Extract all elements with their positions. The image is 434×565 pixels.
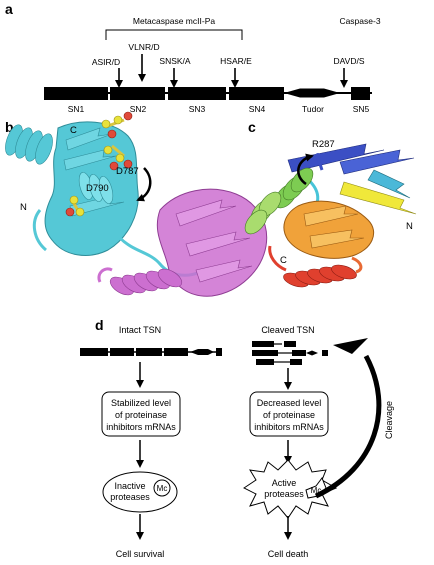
label-r287: R287 (312, 139, 335, 150)
panel-d: d Intact TSN Stabilized level of protein… (80, 317, 394, 559)
site-label-asir: ASIR/D (92, 57, 120, 67)
cleaved-star (243, 459, 338, 519)
cleaved-tsn-glyph (252, 341, 328, 365)
cleaved-box (249, 391, 329, 437)
metacaspase-bracket (105, 29, 243, 40)
panel-b: b (5, 111, 268, 297)
tudor-domain-cartoon (97, 188, 268, 297)
intact-column: Intact TSN Stabilized level of proteinas… (80, 325, 222, 559)
cleaved-star-line-1: Active (272, 478, 297, 488)
panel-c-c-terminus: C (280, 255, 287, 266)
intact-ellipse-line-2: proteases (110, 492, 150, 502)
site-label-davd: DAVD/S (333, 56, 364, 66)
domain-label-sn4: SN4 (249, 104, 266, 114)
cleaved-outcome: Cell death (268, 549, 309, 559)
site-label-vlnr: VLNR/D (128, 42, 159, 52)
panel-c-letter: c (248, 119, 256, 135)
intact-tsn-glyph (80, 348, 222, 356)
panel-b-c-terminus: C (70, 125, 77, 136)
panel-c-curved-arrow (297, 153, 314, 186)
domain-tudor (284, 88, 340, 98)
panel-d-letter: d (95, 317, 104, 333)
cleaved-mc-label: Mc (311, 486, 322, 495)
rainbow-cartoon (244, 143, 417, 288)
caspase-label: Caspase-3 (339, 16, 380, 26)
cleaved-title: Cleaved TSN (261, 325, 314, 335)
intact-box-line-3: inhibitors mRNAs (106, 422, 176, 432)
cleaved-box-line-3: inhibitors mRNAs (254, 422, 324, 432)
panel-c: c (244, 119, 417, 288)
cleaved-box-line-1: Decreased level (257, 398, 322, 408)
metacaspase-label: Metacaspase mcII-Pa (133, 16, 215, 26)
panel-b-letter: b (5, 119, 14, 135)
site-label-snsk: SNSK/A (159, 56, 191, 66)
domain-label-sn3: SN3 (189, 104, 206, 114)
label-d790: D790 (86, 183, 109, 194)
cleaved-column: Cleaved TSN Decreased level of proteinas… (243, 325, 394, 559)
panel-b-n-terminus: N (20, 202, 27, 213)
intact-box-line-1: Stabilized level (111, 398, 171, 408)
intact-ellipse-line-1: Inactive (114, 481, 145, 491)
domain-sn5 (351, 87, 370, 100)
panel-c-n-terminus: N (406, 221, 413, 232)
cleavage-feedback-arrow (314, 354, 382, 499)
intact-title: Intact TSN (119, 325, 161, 335)
cleavage-arrowhead (333, 338, 368, 354)
label-d787: D787 (116, 166, 139, 177)
domain-label-sn1: SN1 (68, 104, 85, 114)
intact-mc-circle (153, 479, 171, 497)
panel-b-curved-arrow (136, 167, 152, 202)
intact-box-line-2: of proteinase (115, 410, 167, 420)
cleaved-box-line-2: of proteinase (263, 410, 315, 420)
domain-label-tudor: Tudor (302, 104, 324, 114)
site-label-hsar: HSAR/E (220, 56, 252, 66)
panel-a-letter: a (5, 1, 13, 17)
intact-box (101, 391, 181, 437)
intact-outcome: Cell survival (116, 549, 165, 559)
domain-sn2 (110, 87, 165, 100)
domain-sn3 (168, 87, 226, 100)
cleaved-star-line-2: proteases (264, 489, 304, 499)
domain-label-sn2: SN2 (130, 104, 147, 114)
domain-sn1 (44, 87, 108, 100)
domain-sn4 (229, 87, 284, 100)
intact-mc-label: Mc (157, 484, 168, 493)
residue-sticks (65, 111, 133, 217)
panel-a: a Metacaspase mcII-Pa Caspase-3 ASIR/D V… (5, 1, 381, 114)
cleavage-label: Cleavage (384, 401, 394, 439)
domain-label-sn5: SN5 (353, 104, 370, 114)
